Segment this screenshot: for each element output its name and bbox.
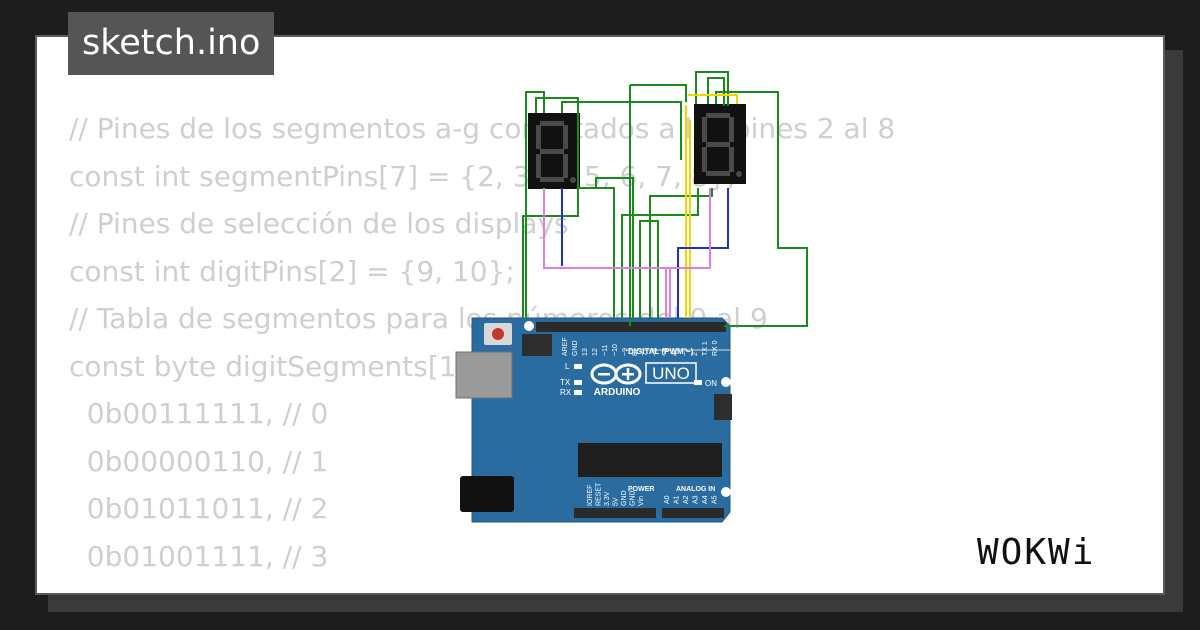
pin-label: Vin [638, 496, 645, 506]
pin-label: 2 [692, 352, 699, 356]
led-on [694, 380, 702, 385]
wokwi-logo[interactable]: WOKWi [975, 527, 1150, 575]
microcontroller-chip [578, 443, 722, 477]
icsp-header [522, 334, 552, 356]
pin-label: ~6 [652, 348, 659, 356]
icsp-header-2 [714, 394, 732, 420]
power-jack [460, 476, 514, 512]
pin-label: ~11 [602, 345, 609, 356]
pin-label: IOREF [587, 485, 594, 506]
pin-label: A3 [693, 495, 700, 504]
pin-label: ~5 [662, 348, 669, 356]
power-label: POWER [628, 486, 654, 493]
led-tx [574, 380, 582, 385]
seven-segment-display-right[interactable] [694, 104, 746, 184]
wokwi-logo-text: WOKWi [977, 532, 1095, 573]
usb-connector [455, 351, 513, 399]
pin-label: A0 [664, 495, 671, 504]
pin-label: AREF [562, 337, 569, 356]
pin-label: GND [630, 490, 637, 506]
code-line: const int digitPins[2] = {9, 10}; [69, 254, 515, 288]
power-header [574, 508, 656, 518]
pin-label: RESET [596, 482, 603, 506]
filename-tab[interactable]: sketch.ino [68, 12, 275, 75]
pin-label: GND [621, 490, 628, 506]
tx-label: TX [560, 378, 571, 387]
code-line: 0b00111111, // 0 [69, 397, 329, 430]
pin-label: GND [572, 340, 579, 356]
pin-label: 7 [642, 352, 649, 356]
reset-button-cap [492, 328, 504, 340]
pin-label: 3.3V [604, 491, 611, 506]
pin-label: A2 [683, 495, 690, 504]
led-l [574, 364, 582, 369]
pin-label: 13 [582, 348, 589, 356]
code-line: // Pines de los segmentos a-g conectados… [69, 112, 896, 145]
pin-label: ~3 [682, 348, 689, 356]
code-line: // Pines de selección de los displays [69, 207, 569, 240]
wires [522, 71, 808, 327]
pin-label: 12 [592, 348, 599, 356]
code-line: 0b00000110, // 1 [69, 444, 329, 478]
pin-label: 8 [632, 352, 639, 356]
uno-box [645, 362, 697, 384]
seven-segment-display-left[interactable] [528, 113, 580, 189]
uno-label: UNO [652, 364, 690, 383]
arduino-label: ARDUINO [594, 387, 641, 398]
on-label: ON [705, 379, 717, 388]
digital-label: DIGITAL (PWM ~) [628, 347, 694, 356]
pin-label: ~9 [622, 348, 629, 356]
l-label: L [565, 362, 570, 371]
led-rx [574, 390, 582, 395]
code-line: 0b01011011, // 2 [69, 492, 329, 525]
pin-label: A1 [674, 495, 681, 504]
pin-label: 4 [672, 352, 679, 356]
pin-label: A5 [712, 495, 719, 504]
code-line: 0b01001111, // 3 [69, 539, 329, 573]
rx-label: RX [560, 388, 572, 397]
digital-header [536, 322, 726, 332]
pin-label: A4 [702, 495, 709, 504]
arduino-uno-board[interactable]: UNO ARDUINO ON L TX RX DIGITAL (PWM ~) P… [455, 317, 732, 523]
arduino-logo-icon [590, 363, 642, 385]
pin-label: RX 0 [712, 340, 719, 356]
pin-label: ~10 [612, 344, 619, 356]
analog-label: ANALOG IN [676, 486, 715, 493]
analog-header [662, 508, 724, 518]
pin-label: 5V [613, 497, 620, 506]
pin-label: TX 1 [702, 341, 709, 356]
